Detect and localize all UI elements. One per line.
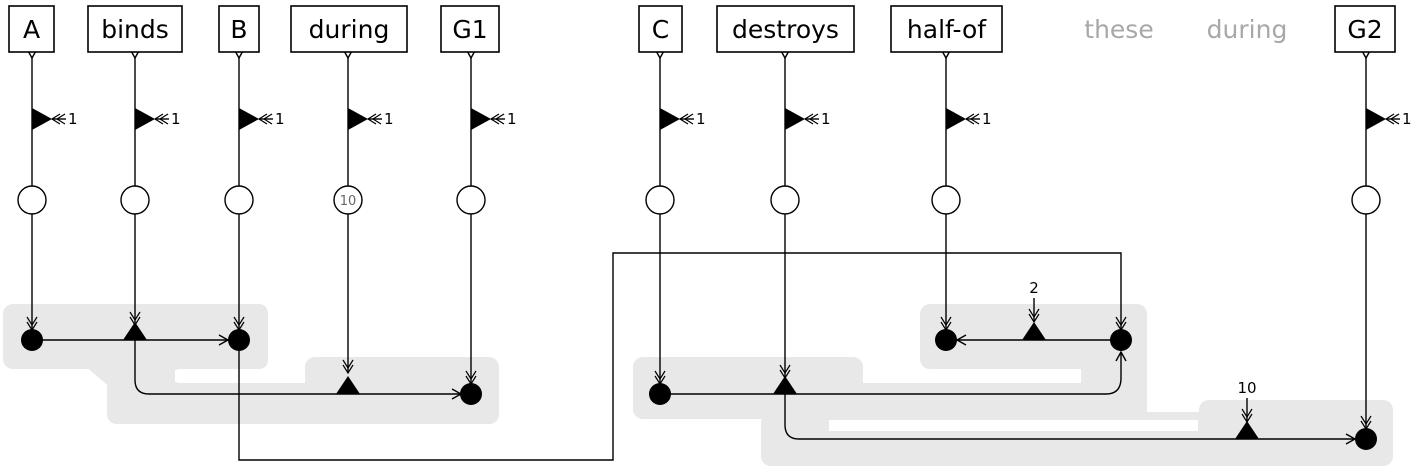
triangle-half-of bbox=[1022, 322, 1046, 340]
filled-node-a bbox=[21, 329, 43, 351]
word-box-half-of bbox=[890, 5, 1003, 53]
filled-node-g1 bbox=[460, 383, 482, 405]
flag-half-of: 1 bbox=[946, 108, 992, 130]
word-g1: G1 bbox=[452, 15, 487, 44]
flag-during-label: 1 bbox=[384, 110, 394, 128]
flag-b: 1 bbox=[239, 108, 285, 130]
flag-a-label: 1 bbox=[68, 110, 78, 128]
node-half-of bbox=[931, 185, 961, 215]
triangle-binds bbox=[123, 322, 147, 340]
region-c-destroys-long bbox=[633, 383, 1147, 419]
word-row: A binds B during G1 C destroys half-of t… bbox=[8, 5, 1396, 53]
word-during-faded: during bbox=[1207, 15, 1288, 44]
node-g1 bbox=[456, 185, 486, 215]
flag-c-label: 1 bbox=[696, 110, 706, 128]
flag-g1-label: 1 bbox=[507, 110, 517, 128]
relation-edges bbox=[32, 252, 1357, 461]
flag-g1: 1 bbox=[471, 108, 517, 130]
edge-c-to-half-of bbox=[660, 350, 1127, 395]
node-binds bbox=[120, 185, 150, 215]
node-g2 bbox=[1351, 185, 1381, 215]
word-box-b bbox=[218, 5, 260, 53]
triangle-during bbox=[336, 376, 360, 394]
filled-node-half-of-right bbox=[1110, 329, 1132, 351]
edge-destroys-to-g2 bbox=[784, 394, 1357, 445]
filled-node-half-of bbox=[935, 329, 957, 351]
word-box-g2 bbox=[1334, 5, 1396, 53]
word-during: during bbox=[309, 15, 390, 44]
group-regions bbox=[3, 304, 1393, 466]
flag-binds: 1 bbox=[135, 108, 181, 130]
node-during-count: 10 bbox=[340, 194, 357, 209]
word-box-c bbox=[638, 5, 683, 53]
node-c bbox=[645, 185, 675, 215]
node-during bbox=[333, 185, 363, 215]
word-box-binds bbox=[87, 5, 183, 53]
weight-label-g2: 10 bbox=[1237, 379, 1256, 397]
flag-half-of-label: 1 bbox=[982, 110, 992, 128]
flag-a: 1 bbox=[32, 108, 78, 130]
stem-flags: 1 1 1 1 1 1 1 bbox=[32, 108, 1412, 130]
word-b: B bbox=[230, 15, 247, 44]
filled-node-b bbox=[228, 329, 250, 351]
flag-destroys-label: 1 bbox=[821, 110, 831, 128]
flag-b-label: 1 bbox=[275, 110, 285, 128]
word-box-during bbox=[290, 5, 408, 53]
word-box-destroys bbox=[716, 5, 855, 53]
triangle-destroys bbox=[773, 376, 797, 394]
node-destroys bbox=[770, 185, 800, 215]
filled-node-g2 bbox=[1355, 428, 1377, 450]
word-half-of: half-of bbox=[907, 15, 987, 44]
triangle-g2 bbox=[1235, 421, 1259, 439]
word-these: these bbox=[1084, 15, 1153, 44]
edge-binds-to-g1 bbox=[134, 340, 463, 400]
word-binds: binds bbox=[101, 15, 169, 44]
flag-c: 1 bbox=[660, 108, 706, 130]
word-box-a bbox=[8, 5, 55, 53]
node-b bbox=[224, 185, 254, 215]
flag-destroys: 1 bbox=[785, 108, 831, 130]
open-nodes: 10 bbox=[17, 185, 1381, 215]
flag-binds-label: 1 bbox=[171, 110, 181, 128]
flag-g2: 1 bbox=[1366, 108, 1412, 130]
word-box-g1 bbox=[440, 5, 500, 53]
word-a: A bbox=[23, 15, 40, 44]
word-c: C bbox=[652, 15, 669, 44]
word-destroys: destroys bbox=[732, 15, 839, 44]
edge-b-to-half-of bbox=[238, 252, 1127, 461]
node-a bbox=[17, 185, 47, 215]
flag-g2-label: 1 bbox=[1402, 110, 1412, 128]
edge-markers: 2 10 bbox=[21, 279, 1377, 450]
region-halfof-stem bbox=[1081, 330, 1147, 419]
flag-during: 1 bbox=[348, 108, 394, 130]
filled-node-c bbox=[649, 383, 671, 405]
weight-label-half-of: 2 bbox=[1029, 279, 1039, 297]
word-g2: G2 bbox=[1347, 15, 1382, 44]
